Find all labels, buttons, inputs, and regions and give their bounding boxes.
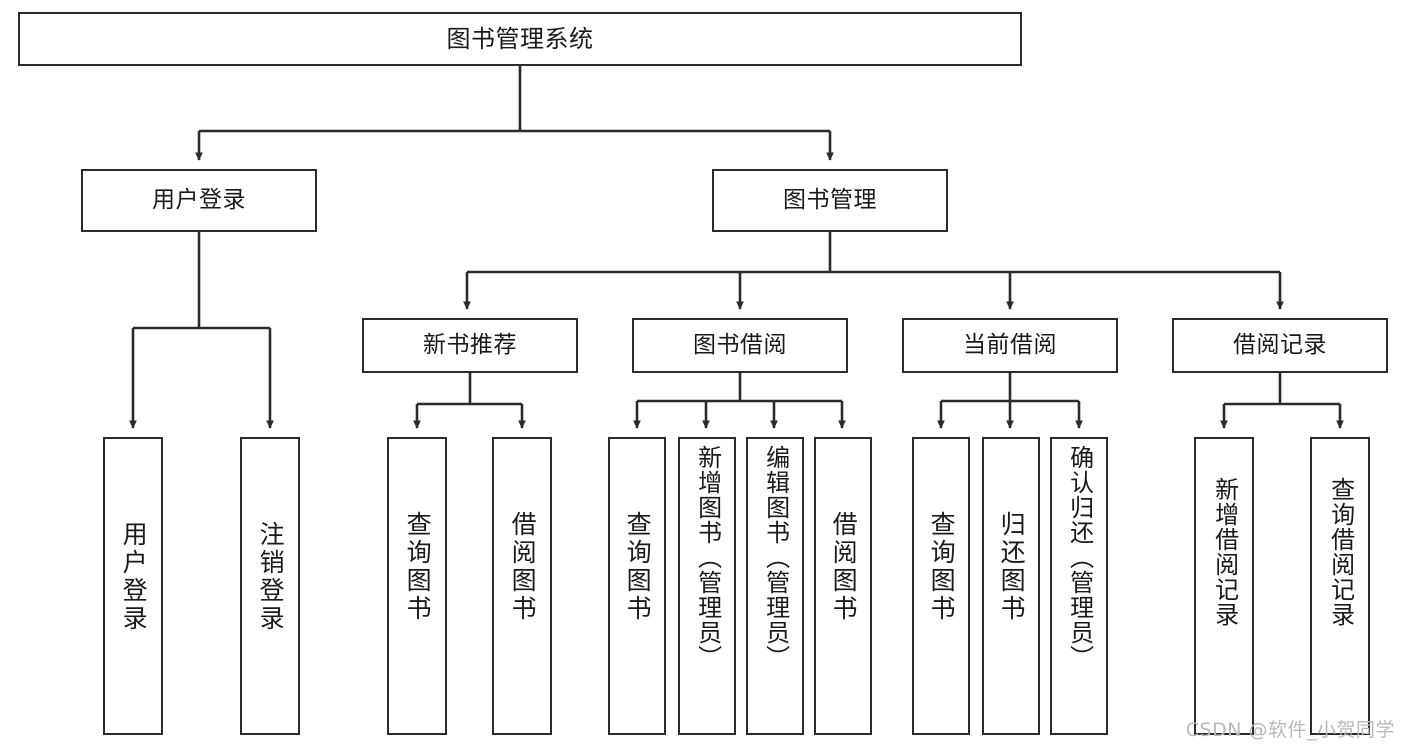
leaf-query-record[interactable]: 查询借阅记录 (1310, 437, 1370, 735)
leaf-add-record-label: 新增借阅记录 (1210, 477, 1239, 627)
node-borrow-record-label: 借阅记录 (1233, 331, 1327, 358)
leaf-query-book-3[interactable]: 查询图书 (912, 437, 970, 735)
leaf-return-book[interactable]: 归还图书 (982, 437, 1040, 735)
leaf-add-book[interactable]: 新增图书（管理员） (678, 437, 736, 735)
node-root[interactable]: 图书管理系统 (18, 12, 1022, 66)
node-book-manage[interactable]: 图书管理 (712, 169, 948, 232)
leaf-query-book-3-label: 查询图书 (927, 511, 957, 623)
leaf-query-book-1-label: 查询图书 (403, 511, 433, 623)
node-book-borrow[interactable]: 图书借阅 (632, 318, 848, 373)
node-new-book-rec-label: 新书推荐 (423, 331, 517, 358)
leaf-query-book-1[interactable]: 查询图书 (387, 437, 447, 735)
node-current-borrow[interactable]: 当前借阅 (902, 318, 1118, 373)
leaf-borrow-book-2-label: 借阅图书 (829, 511, 859, 623)
leaf-query-record-label: 查询借阅记录 (1326, 477, 1355, 627)
node-user-login-label: 用户登录 (152, 186, 246, 213)
node-root-label: 图书管理系统 (446, 24, 594, 53)
leaf-confirm-return-label: 确认归还（管理员） (1065, 445, 1094, 670)
leaf-borrow-book-1-label: 借阅图书 (508, 511, 538, 623)
leaf-query-book-2-label: 查询图书 (623, 511, 653, 623)
leaf-borrow-book-1[interactable]: 借阅图书 (492, 437, 552, 735)
leaf-query-book-2[interactable]: 查询图书 (608, 437, 666, 735)
csdn-watermark: CSDN @软件_小贺同学 (1185, 719, 1395, 741)
leaf-return-book-label: 归还图书 (997, 511, 1027, 623)
leaf-add-book-label: 新增图书（管理员） (693, 445, 722, 670)
leaf-user-login-label: 用户登录 (119, 521, 149, 633)
node-current-borrow-label: 当前借阅 (963, 331, 1057, 358)
leaf-add-record[interactable]: 新增借阅记录 (1194, 437, 1254, 735)
node-new-book-rec[interactable]: 新书推荐 (362, 318, 578, 373)
leaf-edit-book[interactable]: 编辑图书（管理员） (746, 437, 804, 735)
leaf-user-logout[interactable]: 注销登录 (240, 437, 300, 735)
leaf-confirm-return[interactable]: 确认归还（管理员） (1050, 437, 1108, 735)
leaf-user-logout-label: 注销登录 (256, 521, 286, 633)
node-user-login[interactable]: 用户登录 (81, 169, 317, 232)
leaf-borrow-book-2[interactable]: 借阅图书 (814, 437, 872, 735)
leaf-edit-book-label: 编辑图书（管理员） (761, 445, 790, 670)
leaf-user-login[interactable]: 用户登录 (103, 437, 163, 735)
node-book-borrow-label: 图书借阅 (693, 331, 787, 358)
node-book-manage-label: 图书管理 (783, 186, 877, 213)
node-borrow-record[interactable]: 借阅记录 (1172, 318, 1388, 373)
